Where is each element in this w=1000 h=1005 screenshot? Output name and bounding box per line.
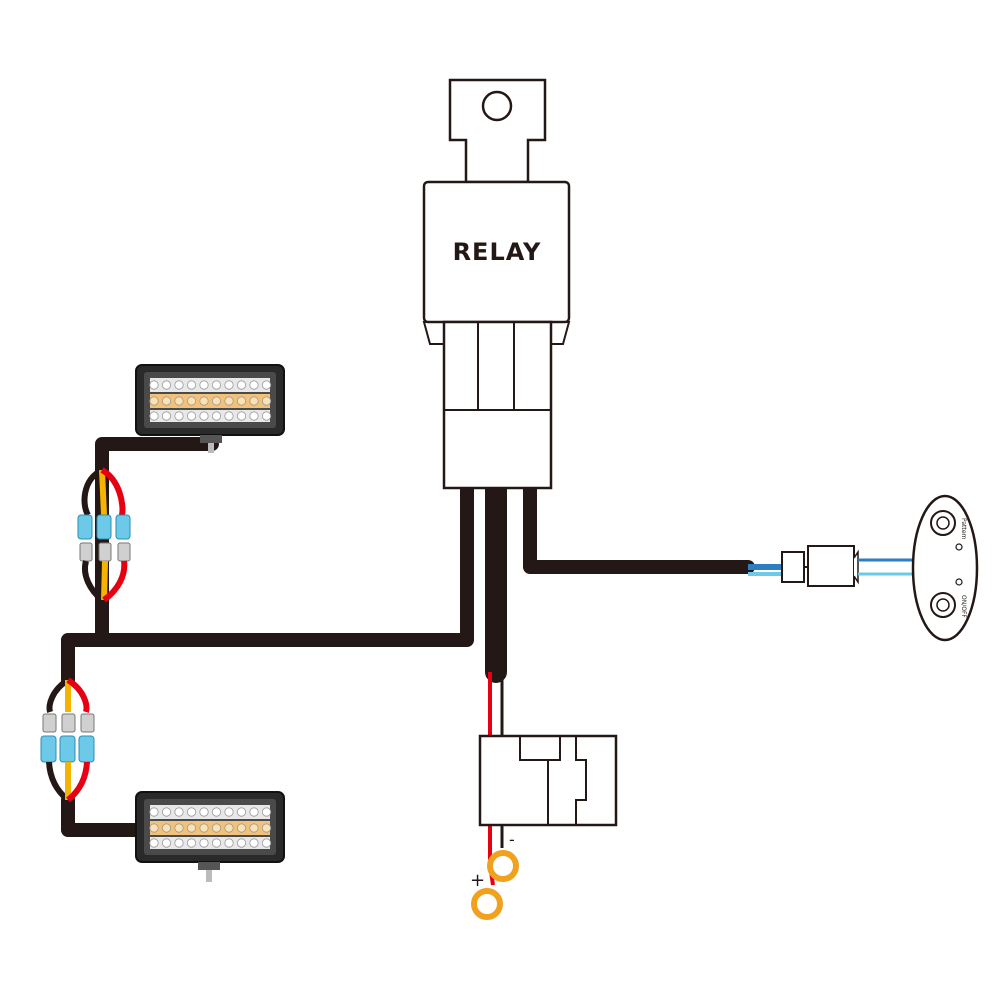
led <box>224 838 234 848</box>
light-bar-bottom <box>135 791 285 882</box>
led <box>199 380 209 390</box>
led <box>186 380 197 390</box>
led <box>249 838 259 848</box>
light-bar-top-leds <box>149 380 272 421</box>
switch-feed-wire <box>523 481 755 574</box>
led <box>199 411 209 421</box>
led <box>161 396 172 406</box>
switch-onoff-label: ON/OFF <box>960 595 967 618</box>
led <box>249 807 259 817</box>
led <box>261 838 272 848</box>
led <box>211 838 222 848</box>
led <box>161 411 172 421</box>
led <box>211 396 222 406</box>
led <box>186 823 197 833</box>
led <box>236 823 247 833</box>
led <box>199 396 209 406</box>
led <box>149 380 159 390</box>
led <box>174 838 184 848</box>
relay-socket <box>442 320 553 490</box>
pattern-button <box>930 510 956 536</box>
battery-terminals: - + <box>470 830 519 920</box>
switch-connector-left <box>781 551 805 583</box>
lower-light-trunk <box>61 633 109 687</box>
led <box>199 807 209 817</box>
led <box>261 411 272 421</box>
led <box>149 807 159 817</box>
switch-pattern-label: Pattern <box>960 518 967 540</box>
positive-ring-terminal <box>471 888 503 920</box>
led <box>261 396 272 406</box>
relay-mount-hole <box>481 90 513 122</box>
fuse-holder <box>478 734 618 827</box>
led <box>161 838 172 848</box>
bottom-grey-connectors <box>42 713 95 733</box>
relay: RELAY <box>422 78 571 490</box>
led <box>211 807 222 817</box>
led <box>161 807 172 817</box>
led <box>236 838 247 848</box>
led <box>261 807 272 817</box>
led <box>186 838 197 848</box>
light-bar-bottom-leds <box>149 807 272 848</box>
led <box>186 807 197 817</box>
led <box>149 838 159 848</box>
led <box>161 380 172 390</box>
led <box>186 411 197 421</box>
led <box>249 380 259 390</box>
led <box>174 380 184 390</box>
led <box>261 380 272 390</box>
top-blue-connectors <box>77 514 131 540</box>
harness-wires <box>61 437 755 837</box>
bottom-blue-connectors <box>40 735 95 763</box>
led <box>149 396 159 406</box>
led <box>174 807 184 817</box>
led <box>249 411 259 421</box>
led <box>236 380 247 390</box>
led <box>186 396 197 406</box>
led <box>211 380 222 390</box>
led <box>249 823 259 833</box>
led <box>249 396 259 406</box>
led <box>174 396 184 406</box>
led <box>236 396 247 406</box>
switch-harness <box>748 545 912 587</box>
led <box>236 807 247 817</box>
led <box>224 823 234 833</box>
top-connector-group <box>77 467 131 603</box>
led <box>174 411 184 421</box>
top-grey-connectors <box>79 542 131 562</box>
led <box>149 823 159 833</box>
led <box>199 838 209 848</box>
bottom-connector-group <box>40 677 95 803</box>
onoff-button <box>930 592 956 618</box>
light-bar-top <box>135 364 285 453</box>
led <box>199 823 209 833</box>
pattern-indicator <box>955 543 963 551</box>
positive-symbol: + <box>470 870 485 891</box>
rocker-switch: Pattern ON/OFF <box>911 494 979 642</box>
light-feed-wire <box>95 437 474 647</box>
led <box>224 380 234 390</box>
led <box>224 396 234 406</box>
lower-light-wire <box>61 793 147 837</box>
led <box>161 823 172 833</box>
led <box>236 411 247 421</box>
led <box>211 823 222 833</box>
led <box>224 411 234 421</box>
switch-plate <box>911 494 979 642</box>
switch-connector-right <box>807 545 855 587</box>
led <box>261 823 272 833</box>
led <box>211 411 222 421</box>
negative-symbol: - <box>509 830 515 849</box>
led <box>224 807 234 817</box>
onoff-indicator <box>955 578 963 586</box>
led <box>174 823 184 833</box>
led <box>149 411 159 421</box>
relay-label: RELAY <box>453 238 542 266</box>
negative-ring-terminal <box>487 850 519 882</box>
